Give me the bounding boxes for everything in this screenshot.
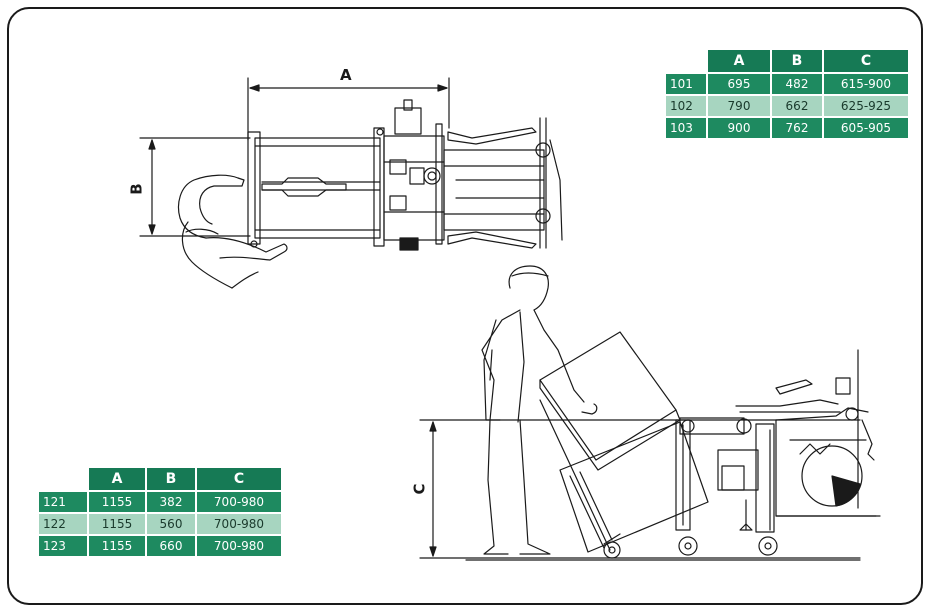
cell-b: 482 — [772, 74, 822, 94]
cell-b: 560 — [147, 514, 195, 534]
dimension-b-label: B — [127, 183, 146, 195]
cell-a: 1155 — [89, 536, 145, 556]
row-id: 103 — [666, 118, 706, 138]
cell-c: 700-980 — [197, 536, 281, 556]
side-view-machine — [675, 349, 881, 556]
cell-a: 1155 — [89, 492, 145, 512]
dimension-a-line — [247, 77, 450, 141]
dimension-a-label: A — [340, 66, 352, 84]
row-id: 122 — [39, 514, 87, 534]
cell-c: 625-925 — [824, 96, 908, 116]
table-row: 122 1155 560 700-980 — [39, 514, 281, 534]
header-b: B — [147, 468, 195, 490]
cell-a: 790 — [708, 96, 770, 116]
cell-b: 382 — [147, 492, 195, 512]
top-view-machine — [247, 99, 563, 251]
cell-a: 900 — [708, 118, 770, 138]
diagram-frame — [7, 7, 923, 605]
header-a: A — [89, 468, 145, 490]
table-header: A B C — [666, 50, 908, 72]
row-id: 123 — [39, 536, 87, 556]
cell-c: 700-980 — [197, 514, 281, 534]
side-view-operator — [481, 265, 598, 555]
table-row: 103 900 762 605-905 — [666, 118, 908, 138]
table-row: 123 1155 660 700-980 — [39, 536, 281, 556]
row-id: 101 — [666, 74, 706, 94]
dimension-b-line — [139, 137, 251, 237]
cell-c: 700-980 — [197, 492, 281, 512]
table-row: 121 1155 382 700-980 — [39, 492, 281, 512]
row-id: 102 — [666, 96, 706, 116]
spec-table-top: A B C 101 695 482 615-900 102 790 662 62… — [664, 48, 910, 140]
header-c: C — [824, 50, 908, 72]
table-row: 101 695 482 615-900 — [666, 74, 908, 94]
table-row: 102 790 662 625-925 — [666, 96, 908, 116]
side-view-cart — [539, 331, 709, 559]
row-id: 121 — [39, 492, 87, 512]
cell-a: 1155 — [89, 514, 145, 534]
top-view-operator — [177, 174, 288, 289]
spec-table-bottom: A B C 121 1155 382 700-980 122 1155 560 … — [37, 466, 283, 558]
cell-c: 605-905 — [824, 118, 908, 138]
header-blank — [666, 50, 706, 72]
table-header: A B C — [39, 468, 281, 490]
cell-b: 662 — [772, 96, 822, 116]
dimension-c-line — [419, 419, 861, 559]
cell-c: 615-900 — [824, 74, 908, 94]
cell-a: 695 — [708, 74, 770, 94]
header-c: C — [197, 468, 281, 490]
header-a: A — [708, 50, 770, 72]
cell-b: 762 — [772, 118, 822, 138]
header-blank — [39, 468, 87, 490]
cell-b: 660 — [147, 536, 195, 556]
header-b: B — [772, 50, 822, 72]
dimension-c-label: C — [410, 483, 429, 495]
